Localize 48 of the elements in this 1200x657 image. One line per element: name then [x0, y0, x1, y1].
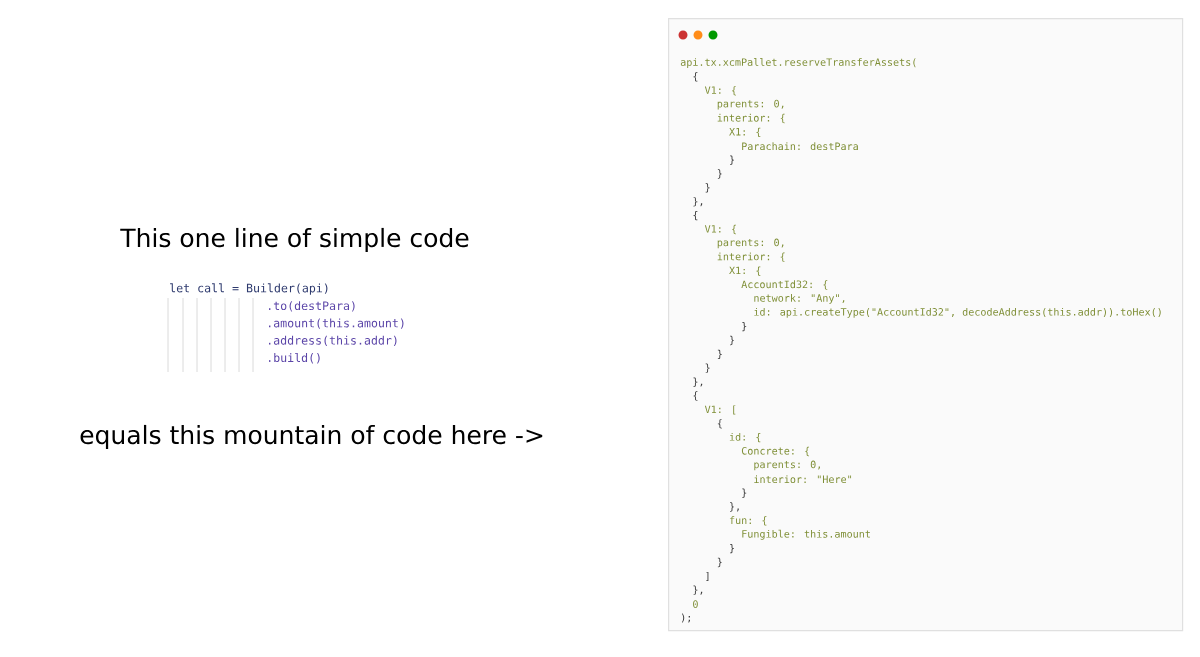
code-line: } — [705, 183, 710, 193]
code-line: { — [717, 419, 722, 429]
code-line: Parachain: destPara — [742, 142, 858, 151]
code-line: { — [693, 210, 698, 221]
code-line: .address(this.addr) — [269, 335, 397, 347]
code-line: X1: { — [729, 127, 761, 138]
code-line: { — [693, 391, 698, 401]
code-line: parents: 0, — [717, 99, 784, 110]
code-line: }, — [730, 502, 739, 512]
code-line: V1: { — [704, 86, 736, 96]
code-line: V1: [ — [704, 405, 736, 415]
code-line: .amount(this.amount) — [269, 318, 404, 329]
code-line: parents: 0, — [754, 460, 820, 471]
code-line: X1: { — [729, 266, 761, 276]
code-line: network: "Any", — [754, 294, 845, 304]
code-line: } — [742, 488, 747, 498]
code-line: .to(destPara) — [269, 301, 355, 312]
code-line: interior: { — [717, 252, 785, 262]
code-line: { — [693, 72, 698, 82]
code-line: } — [730, 543, 734, 554]
code-line: Concrete: { — [741, 446, 809, 457]
code-line: 0 — [693, 600, 698, 608]
code-line: ); — [681, 613, 690, 623]
code-line: }, — [693, 377, 703, 387]
code-line: } — [730, 335, 734, 346]
code-line: } — [742, 321, 747, 332]
code-line: } — [705, 363, 710, 373]
code-line: }, — [693, 585, 703, 595]
code-line: .build() — [269, 353, 320, 364]
code-line: } — [730, 155, 734, 165]
code-line: id: { — [729, 432, 761, 443]
code-line: fun: { — [729, 516, 767, 526]
code-line: parents: 0, — [717, 238, 784, 249]
code-line: Fungible: this.amount — [742, 529, 870, 540]
code-line: V1: { — [704, 224, 736, 235]
code-line: }, — [693, 197, 703, 207]
code-line: id: api.createType("AccountId32", decodeAddress(this.addr)).toHex() — [754, 307, 1161, 318]
code-line: } — [717, 349, 722, 360]
code-line: api.tx.xcmPallet.reserveTransferAssets( — [680, 58, 916, 68]
code-line: ] — [706, 571, 709, 581]
code-line: } — [717, 557, 722, 568]
code-line: } — [717, 169, 722, 179]
code-line: let call = Builder(api) — [170, 283, 328, 295]
heading: This one line of simple code — [120, 227, 469, 253]
code-line: interior: { — [717, 113, 785, 124]
code-line: AccountId32: { — [741, 280, 828, 290]
code-line: interior: "Here" — [754, 475, 852, 484]
heading: equals this mountain of code here -> — [80, 424, 543, 450]
